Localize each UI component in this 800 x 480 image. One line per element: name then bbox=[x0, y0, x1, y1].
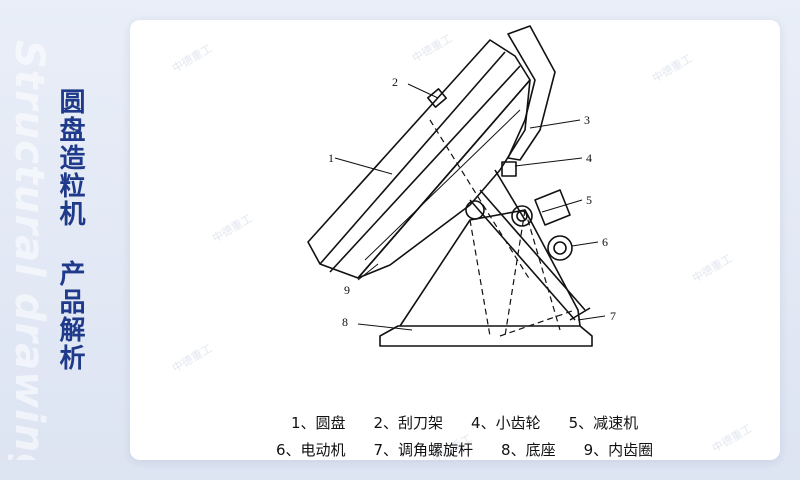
part-label-4: 4 bbox=[586, 151, 592, 165]
leader-line bbox=[334, 157, 393, 175]
legend-row-1: 1、圆盘 2、刮刀架 4、小齿轮 5、减速机 bbox=[130, 394, 780, 451]
legend-item: 1、圆盘 bbox=[290, 414, 346, 432]
part-label-8: 8 bbox=[342, 315, 348, 329]
legend-item: 8、底座 bbox=[501, 441, 556, 459]
part-label-9: 9 bbox=[344, 283, 350, 297]
reducer-body bbox=[534, 189, 571, 226]
legend-item: 5、减速机 bbox=[568, 414, 639, 432]
part-label-3: 3 bbox=[584, 113, 590, 127]
legend-item: 6、电动机 bbox=[275, 441, 346, 459]
dashed-line bbox=[524, 209, 561, 331]
base-plate bbox=[379, 325, 593, 347]
disc-rim-line bbox=[329, 65, 521, 273]
leader-line bbox=[357, 263, 379, 281]
legend-row-2: 6、电动机 7、调角螺旋杆 8、底座 9、内齿圈 bbox=[130, 421, 780, 478]
leader-line bbox=[529, 119, 581, 129]
disc-granulator-drawing: 1 2 3 4 5 6 7 8 9 bbox=[307, 25, 616, 347]
part-label-7: 7 bbox=[610, 309, 616, 323]
part-label-1: 1 bbox=[328, 151, 334, 165]
shaft-line bbox=[469, 199, 576, 321]
reducer-gear bbox=[511, 205, 533, 227]
page-title: 圆盘造粒机 产品解析 bbox=[55, 88, 85, 372]
side-decoration: Structural drawing bbox=[8, 40, 52, 460]
diagram-card: 中德重工 中德重工 中德重工 中德重工 中德重工 中德重工 中德重工 中德重工 bbox=[130, 20, 780, 465]
shaft-line bbox=[479, 189, 586, 311]
leader-line bbox=[571, 241, 599, 247]
dashed-line bbox=[499, 309, 576, 337]
legend-item: 2、刮刀架 bbox=[373, 414, 444, 432]
leader-line bbox=[541, 199, 583, 213]
part-label-6: 6 bbox=[602, 235, 608, 249]
legend-item: 7、调角螺旋杆 bbox=[373, 441, 474, 459]
adjust-screw bbox=[569, 307, 591, 321]
dashed-line bbox=[504, 209, 526, 337]
legend-item: 9、内齿圈 bbox=[583, 441, 654, 459]
side-deco-text: Structural drawing bbox=[8, 40, 52, 460]
motor-circle bbox=[547, 235, 573, 261]
frame-arm bbox=[507, 25, 556, 161]
inner-ring-line bbox=[364, 109, 521, 261]
leader-line bbox=[357, 323, 413, 331]
part-label-2: 2 bbox=[392, 75, 398, 89]
pivot-circle bbox=[465, 200, 485, 220]
pinion-block bbox=[501, 161, 517, 177]
dashed-line bbox=[469, 219, 491, 337]
leader-line bbox=[514, 157, 583, 167]
part-label-5: 5 bbox=[586, 193, 592, 207]
motor-circle-inner bbox=[553, 241, 567, 255]
leader-line bbox=[577, 315, 606, 321]
reducer-gear-inner bbox=[516, 210, 528, 222]
disc-back bbox=[357, 79, 531, 279]
disc-rim-line bbox=[319, 51, 506, 265]
legend-item: 4、小齿轮 bbox=[471, 414, 541, 432]
leader-line bbox=[407, 83, 439, 99]
scraper-rack-block bbox=[426, 88, 448, 108]
base-stand bbox=[399, 209, 581, 327]
